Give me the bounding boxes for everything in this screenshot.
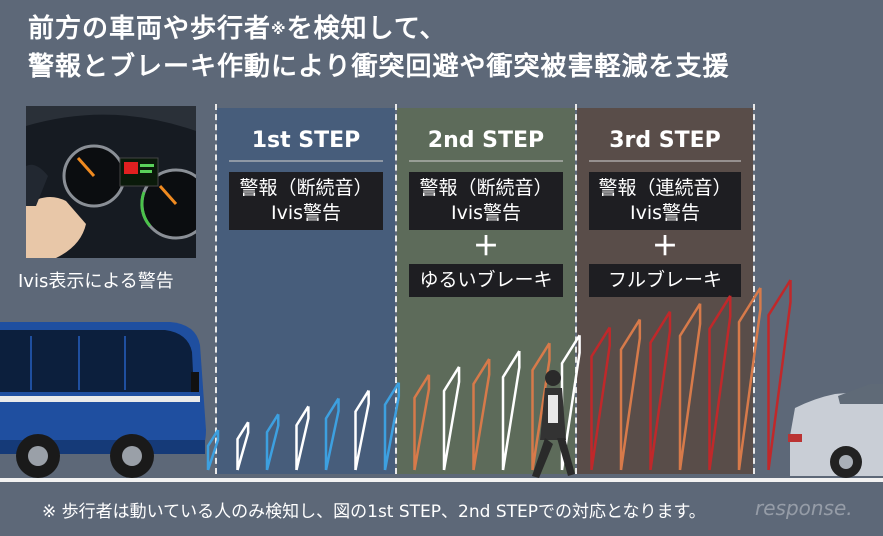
step-1-title: 1st STEP bbox=[251, 128, 361, 153]
step-2-warning-box: 警報（断続音） Ivis警告 bbox=[409, 172, 563, 230]
footnote-text: ※ 歩行者は動いている人のみ検知し、図の1st STEP、2nd STEPでの対… bbox=[42, 502, 706, 522]
ground-line bbox=[0, 478, 883, 482]
detection-wave bbox=[531, 342, 551, 471]
detection-wave bbox=[472, 358, 491, 471]
step-2-warning-sound: 警報（断続音） bbox=[419, 177, 553, 199]
step-1-panel: 1st STEP 警報（断続音） Ivis警告 bbox=[217, 108, 395, 474]
step-3-panel: 3rd STEP 警報（連続音） Ivis警告 ＋ フルブレーキ bbox=[577, 108, 753, 474]
step-3-plus-icon: ＋ bbox=[651, 232, 678, 262]
footnote-mark: ※ bbox=[271, 20, 287, 38]
bus-icon bbox=[0, 322, 206, 478]
detection-wave bbox=[590, 326, 611, 471]
detection-wave bbox=[649, 310, 672, 471]
detection-wave bbox=[501, 350, 521, 471]
headline-line-2: 警報とブレーキ作動により衝突回避や衝突被害軽減を支援 bbox=[28, 52, 730, 82]
watermark-logo: response. bbox=[755, 496, 853, 520]
detection-wave bbox=[737, 287, 762, 471]
dashboard-photo bbox=[26, 106, 196, 258]
step-1-warning-box: 警報（断続音） Ivis警告 bbox=[229, 172, 383, 230]
instrument-cluster-icon bbox=[26, 106, 196, 258]
headline: 前方の車両や歩行者※を検知して、 警報とブレーキ作動により衝突回避や衝突被害軽減… bbox=[28, 10, 729, 86]
headline-line-1-text: 前方の車両や歩行者 bbox=[28, 14, 272, 44]
detection-wave bbox=[678, 303, 702, 471]
step-2-title: 2nd STEP bbox=[427, 128, 545, 153]
detection-wave bbox=[767, 279, 792, 471]
step-3-brake-box: フルブレーキ bbox=[589, 264, 741, 297]
step-2-warning-ivis: Ivis警告 bbox=[450, 202, 522, 224]
step-separator bbox=[753, 104, 755, 474]
detection-wave bbox=[442, 366, 461, 471]
detection-wave bbox=[295, 405, 310, 471]
step-1-divider bbox=[229, 160, 383, 162]
detection-wave bbox=[354, 389, 370, 471]
detection-wave bbox=[265, 413, 280, 471]
step-separator bbox=[575, 104, 577, 474]
detection-wave bbox=[383, 381, 401, 471]
car-icon bbox=[788, 384, 883, 478]
pedestrian-icon bbox=[532, 370, 575, 478]
step-separator bbox=[395, 104, 397, 474]
step-1-warning-sound: 警報（断続音） bbox=[239, 177, 373, 199]
step-3-warning-sound: 警報（連続音） bbox=[598, 177, 732, 199]
detection-wave bbox=[236, 421, 250, 471]
step-2-brake-box: ゆるいブレーキ bbox=[409, 264, 563, 297]
detection-wave bbox=[619, 318, 642, 471]
headline-line-1: 前方の車両や歩行者※を検知して、 bbox=[28, 10, 729, 48]
step-3-divider bbox=[589, 160, 741, 162]
step-3-warning-box: 警報（連続音） Ivis警告 bbox=[589, 172, 741, 230]
headline-line-1-tail: を検知して、 bbox=[286, 14, 447, 44]
step-1-warning-ivis: Ivis警告 bbox=[270, 202, 342, 224]
detection-waves bbox=[206, 279, 792, 471]
step-separator bbox=[215, 104, 217, 474]
detection-wave bbox=[324, 397, 340, 471]
photo-caption: Ivis表示による警告 bbox=[18, 271, 174, 292]
step-3-title: 3rd STEP bbox=[609, 128, 721, 153]
step-2-divider bbox=[409, 160, 563, 162]
detection-wave bbox=[206, 429, 220, 471]
detection-wave bbox=[413, 374, 431, 471]
step-3-warning-ivis: Ivis警告 bbox=[629, 202, 701, 224]
detection-wave bbox=[708, 295, 732, 471]
step-2-plus-icon: ＋ bbox=[472, 232, 499, 262]
